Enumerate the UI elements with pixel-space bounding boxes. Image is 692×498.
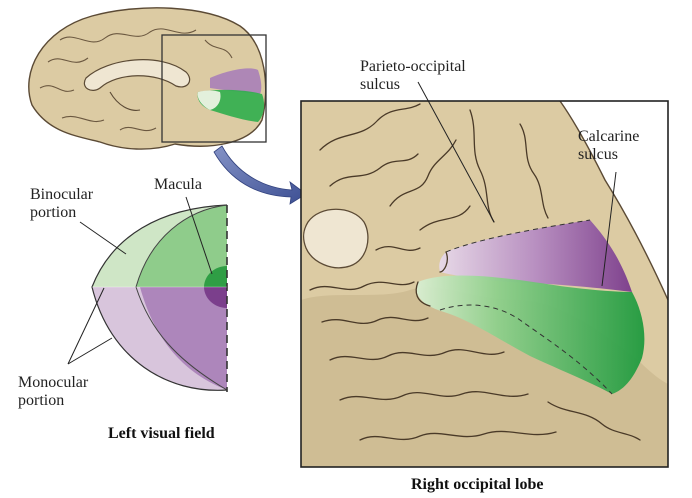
label-calcarine-line1: Calcarine bbox=[578, 128, 640, 145]
label-binocular-line1: Binocular bbox=[30, 186, 94, 203]
leader-monocular-b bbox=[67, 337, 113, 365]
small-brain bbox=[28, 7, 267, 150]
caption-right-occipital-lobe: Right occipital lobe bbox=[411, 476, 544, 493]
label-binocular-line2: portion bbox=[30, 204, 77, 221]
label-parieto-occipital-line1: Parieto-occipital bbox=[360, 58, 466, 75]
leader-binocular bbox=[79, 221, 127, 255]
label-calcarine: Calcarine sulcus bbox=[578, 128, 639, 164]
caption-left-visual-field: Left visual field bbox=[108, 425, 215, 442]
leader-lines bbox=[67, 81, 617, 365]
label-binocular: Binocular portion bbox=[30, 186, 93, 222]
label-monocular: Monocular portion bbox=[18, 374, 88, 410]
zoom-arrow bbox=[213, 145, 307, 205]
visual-field-diagram bbox=[91, 204, 228, 392]
label-macula: Macula bbox=[154, 176, 202, 193]
leader-macula bbox=[185, 196, 213, 275]
label-monocular-line2: portion bbox=[18, 392, 65, 409]
leader-monocular-a bbox=[67, 287, 105, 365]
leader-calcarine bbox=[601, 171, 617, 287]
label-calcarine-line2: sulcus bbox=[578, 146, 618, 163]
label-parieto-occipital-line2: sulcus bbox=[360, 76, 400, 93]
label-monocular-line1: Monocular bbox=[18, 374, 89, 391]
occipital-lobe-panel bbox=[300, 100, 669, 468]
label-parieto-occipital: Parieto-occipital sulcus bbox=[360, 58, 466, 94]
leader-parieto-occipital bbox=[417, 81, 495, 223]
